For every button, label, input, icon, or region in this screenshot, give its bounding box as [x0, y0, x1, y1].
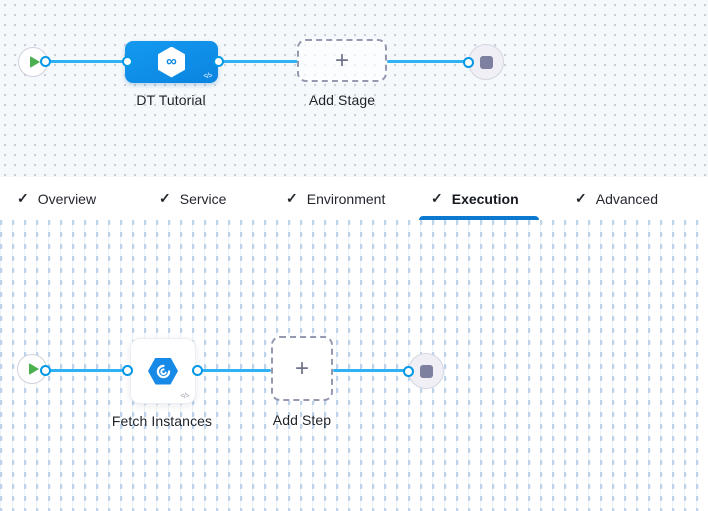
connector-line	[45, 368, 130, 372]
execution-end-node	[408, 353, 444, 389]
port-dot	[40, 55, 51, 67]
connector-line	[218, 59, 298, 63]
execution-graph-canvas: </> Fetch Instances + Add Step	[0, 220, 708, 511]
stage-graph-canvas: ∞ </> DT Tutorial + Add Stage	[0, 0, 708, 178]
check-icon: ✓	[431, 190, 443, 206]
check-icon: ✓	[286, 190, 298, 206]
play-icon	[29, 56, 40, 68]
fetch-instances-swirl-icon	[148, 357, 178, 385]
tab-label: Execution	[451, 190, 519, 207]
port-dot	[121, 55, 133, 67]
tab-label: Advanced	[595, 190, 659, 207]
port-dot	[191, 364, 203, 376]
check-icon: ✓	[17, 190, 29, 206]
pipeline-end-node	[468, 44, 504, 80]
add-stage-button[interactable]: +	[297, 39, 387, 82]
port-dot	[462, 56, 474, 68]
code-view-icon: </>	[180, 393, 189, 400]
add-step-button[interactable]: +	[271, 336, 333, 401]
pipeline-infinity-icon: ∞	[158, 46, 185, 78]
tab-service[interactable]: ✓ Service	[159, 177, 226, 220]
tab-execution[interactable]: ✓ Execution	[431, 177, 519, 220]
plus-icon: +	[294, 354, 309, 382]
connector-line	[45, 59, 129, 63]
step-node-label: Fetch Instances	[111, 413, 213, 429]
tab-overview[interactable]: ✓ Overview	[17, 177, 96, 220]
tab-advanced[interactable]: ✓ Advanced	[575, 177, 658, 220]
connector-line	[387, 59, 468, 63]
connector-line	[333, 368, 410, 372]
add-step-label: Add Step	[272, 412, 332, 428]
stop-icon	[419, 364, 433, 378]
stage-config-tabbar: ✓ Overview ✓ Service ✓ Environment ✓ Exe…	[0, 177, 708, 221]
tab-label: Environment	[306, 190, 386, 207]
check-icon: ✓	[575, 190, 587, 206]
port-dot	[402, 365, 414, 377]
port-dot	[39, 364, 51, 376]
port-dot	[212, 55, 224, 67]
connector-line	[197, 368, 271, 372]
code-view-icon: </>	[203, 73, 212, 80]
stage-node-dt-tutorial[interactable]: ∞ </>	[125, 41, 218, 83]
infinity-glyph: ∞	[166, 53, 177, 70]
tab-environment[interactable]: ✓ Environment	[286, 177, 385, 220]
tab-label: Service	[179, 190, 227, 207]
active-tab-indicator	[419, 216, 539, 220]
stage-node-label: DT Tutorial	[136, 92, 206, 108]
step-node-fetch-instances[interactable]: </>	[130, 338, 196, 404]
play-icon	[28, 363, 39, 375]
check-icon: ✓	[159, 190, 171, 206]
plus-icon: +	[334, 46, 349, 74]
port-dot	[121, 364, 133, 376]
stop-icon	[479, 55, 493, 69]
add-stage-label: Add Stage	[308, 92, 376, 108]
tab-label: Overview	[37, 190, 97, 207]
